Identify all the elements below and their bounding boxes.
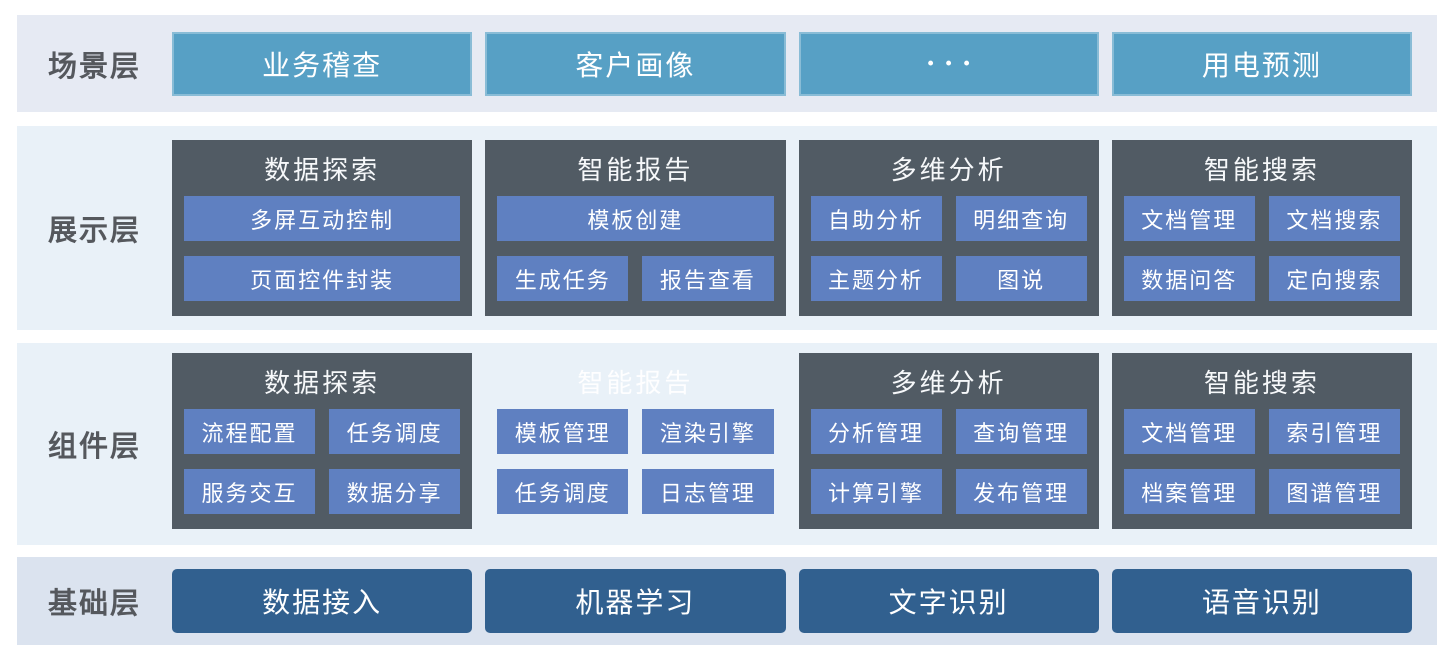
display-button-page-widget-wrap[interactable]: 页面控件封装 — [184, 256, 461, 301]
base-button-machine-learning[interactable]: 机器学习 — [485, 569, 786, 633]
component-card-multidim-analysis: 多维分析 分析管理 查询管理 计算引擎 发布管理 — [798, 353, 1099, 529]
component-card-data-explore: 数据探索 流程配置 任务调度 服务交互 数据分享 — [172, 353, 473, 529]
card-body: 模板创建 生成任务 报告查看 — [497, 196, 774, 301]
card-title: 智能搜索 — [1203, 368, 1320, 398]
card-body: 流程配置 任务调度 服务交互 数据分享 — [184, 409, 461, 514]
component-button-doc-manage[interactable]: 文档管理 — [1123, 409, 1255, 454]
display-card-row: 数据探索 多屏互动控制 页面控件封装 智能报告 模板创建 生成任务 报告查看 多… — [172, 126, 1412, 330]
scenario-button-business-audit[interactable]: 业务稽查 — [172, 31, 473, 96]
component-card-row: 数据探索 流程配置 任务调度 服务交互 数据分享 智能报告 模板管理 渲染引擎 … — [172, 343, 1412, 545]
component-button-data-share[interactable]: 数据分享 — [329, 469, 461, 514]
component-button-index-manage[interactable]: 索引管理 — [1268, 409, 1400, 454]
display-button-topic-analysis[interactable]: 主题分析 — [810, 256, 942, 301]
display-button-doc-search[interactable]: 文档搜索 — [1268, 196, 1400, 241]
component-button-analysis-manage[interactable]: 分析管理 — [810, 409, 942, 454]
card-title: 多维分析 — [890, 155, 1007, 185]
display-card-multidim-analysis: 多维分析 自助分析 明细查询 主题分析 图说 — [798, 140, 1099, 316]
display-card-smart-report: 智能报告 模板创建 生成任务 报告查看 — [485, 140, 786, 316]
display-button-directed-search[interactable]: 定向搜索 — [1268, 256, 1400, 301]
card-title: 智能搜索 — [1203, 155, 1320, 185]
display-button-generate-task[interactable]: 生成任务 — [497, 256, 629, 301]
card-body: 文档管理 索引管理 档案管理 图谱管理 — [1123, 409, 1400, 514]
display-card-data-explore: 数据探索 多屏互动控制 页面控件封装 — [172, 140, 473, 316]
display-button-report-view[interactable]: 报告查看 — [642, 256, 774, 301]
component-button-log-manage[interactable]: 日志管理 — [642, 469, 774, 514]
component-button-archive-manage[interactable]: 档案管理 — [1123, 469, 1255, 514]
component-button-publish-manage[interactable]: 发布管理 — [955, 469, 1087, 514]
scenario-button-power-forecast[interactable]: 用电预测 — [1111, 31, 1412, 96]
card-body: 模板管理 渲染引擎 任务调度 日志管理 — [497, 409, 774, 514]
layer-label-scenario: 场景层 — [47, 50, 141, 83]
component-button-render-engine[interactable]: 渲染引擎 — [642, 409, 774, 454]
layer-label-display: 展示层 — [47, 215, 141, 247]
display-button-template-create[interactable]: 模板创建 — [497, 196, 774, 241]
layer-band-display: 展示层 数据探索 多屏互动控制 页面控件封装 智能报告 模板创建 生成任务 报告… — [17, 126, 1437, 330]
card-body: 自助分析 明细查询 主题分析 图说 — [810, 196, 1087, 301]
base-button-row: 数据接入 机器学习 文字识别 语音识别 — [172, 557, 1412, 645]
base-button-data-access[interactable]: 数据接入 — [172, 569, 473, 633]
card-title: 多维分析 — [890, 368, 1007, 398]
component-button-template-manage[interactable]: 模板管理 — [497, 409, 629, 454]
base-button-ocr[interactable]: 文字识别 — [798, 569, 1099, 633]
component-button-service-interact[interactable]: 服务交互 — [184, 469, 316, 514]
component-button-task-schedule2[interactable]: 任务调度 — [497, 469, 629, 514]
component-button-task-schedule[interactable]: 任务调度 — [329, 409, 461, 454]
layer-band-base: 基础层 数据接入 机器学习 文字识别 语音识别 — [17, 557, 1437, 645]
card-body: 文档管理 文档搜索 数据问答 定向搜索 — [1123, 196, 1400, 301]
layer-label-component: 组件层 — [47, 431, 141, 463]
card-title: 数据探索 — [264, 368, 381, 398]
scenario-button-row: 业务稽查 客户画像 ··· 用电预测 — [172, 15, 1412, 112]
scenario-button-more[interactable]: ··· — [798, 31, 1099, 96]
display-button-multiscreen-control[interactable]: 多屏互动控制 — [184, 196, 461, 241]
display-button-doc-manage[interactable]: 文档管理 — [1123, 196, 1255, 241]
display-button-detail-query[interactable]: 明细查询 — [955, 196, 1087, 241]
component-button-graph-manage[interactable]: 图谱管理 — [1268, 469, 1400, 514]
component-card-smart-search: 智能搜索 文档管理 索引管理 档案管理 图谱管理 — [1111, 353, 1412, 529]
card-title: 智能报告 — [577, 155, 694, 185]
component-button-query-manage[interactable]: 查询管理 — [955, 409, 1087, 454]
display-button-self-analysis[interactable]: 自助分析 — [810, 196, 942, 241]
component-card-smart-report: 智能报告 模板管理 渲染引擎 任务调度 日志管理 — [485, 353, 785, 529]
component-button-flow-config[interactable]: 流程配置 — [184, 409, 316, 454]
card-body: 分析管理 查询管理 计算引擎 发布管理 — [810, 409, 1087, 514]
display-button-chart-story[interactable]: 图说 — [955, 256, 1087, 301]
scenario-button-customer-profile[interactable]: 客户画像 — [485, 31, 786, 96]
display-button-data-qa[interactable]: 数据问答 — [1123, 256, 1255, 301]
layer-band-scenario: 场景层 业务稽查 客户画像 ··· 用电预测 — [17, 15, 1437, 112]
base-button-speech-recognition[interactable]: 语音识别 — [1111, 569, 1412, 633]
layer-band-component: 组件层 数据探索 流程配置 任务调度 服务交互 数据分享 智能报告 模板管理 渲… — [17, 343, 1437, 545]
component-button-compute-engine[interactable]: 计算引擎 — [810, 469, 942, 514]
display-card-smart-search: 智能搜索 文档管理 文档搜索 数据问答 定向搜索 — [1111, 140, 1412, 316]
card-title: 智能报告 — [577, 368, 694, 398]
card-body: 多屏互动控制 页面控件封装 — [184, 196, 461, 301]
card-title: 数据探索 — [264, 155, 381, 185]
layer-label-base: 基础层 — [47, 588, 141, 620]
